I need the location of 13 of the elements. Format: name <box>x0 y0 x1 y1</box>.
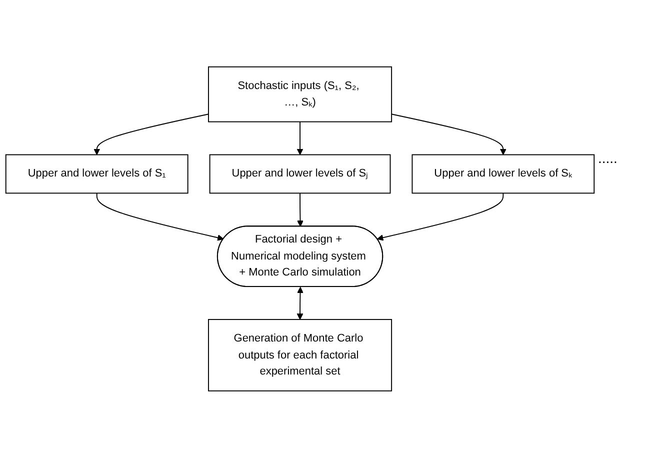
arrow <box>376 192 504 240</box>
node-box: Upper and lower levels of Sⱼ <box>209 154 391 194</box>
arrow <box>296 120 304 155</box>
node-box: Upper and lower levels of S₁ <box>5 154 188 194</box>
ellipsis-label: ..... <box>598 150 618 166</box>
arrow <box>297 192 304 226</box>
arrow <box>94 113 209 155</box>
node-box: Stochastic inputs (S₁, S₂, …, Sₖ) <box>208 66 392 122</box>
arrow <box>296 286 304 320</box>
node-box: Generation of Monte Carlo outputs for each factorial experimental set <box>208 318 392 391</box>
arrow <box>96 192 224 240</box>
arrow <box>391 113 506 155</box>
node-box: Upper and lower levels of Sₖ <box>412 154 595 194</box>
